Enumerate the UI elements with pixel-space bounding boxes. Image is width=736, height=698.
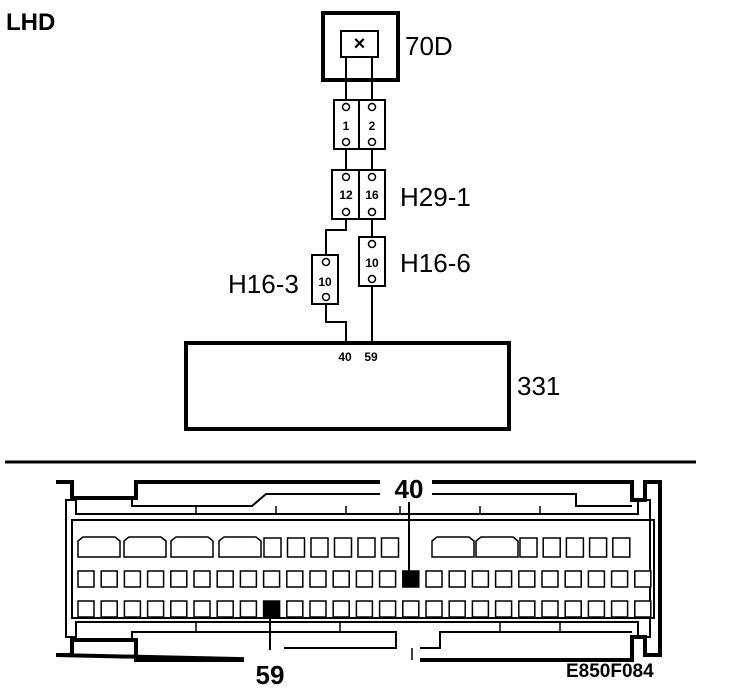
connector-h16-3: 10	[311, 254, 339, 305]
figure-code: E850F084	[566, 661, 654, 682]
cavity	[610, 570, 629, 588]
cavity	[610, 600, 629, 618]
cavity-large	[170, 536, 214, 558]
cavity-large	[475, 536, 519, 558]
cavity	[123, 600, 142, 618]
cavity	[565, 537, 585, 558]
cavity-pin-40	[402, 570, 420, 588]
cavity	[123, 570, 142, 588]
cavity	[170, 570, 188, 588]
cavity	[286, 600, 304, 618]
cavity	[309, 570, 327, 588]
cavity	[355, 600, 374, 618]
cavity-large	[431, 536, 475, 558]
callout-59-label: 59	[256, 660, 285, 690]
connector-h16-6: 10	[358, 236, 386, 287]
cavity	[634, 570, 652, 588]
cavity	[564, 570, 582, 588]
cavity	[193, 600, 211, 618]
cavity	[471, 570, 490, 588]
cavity	[286, 570, 304, 588]
component-70d-label: 70D	[405, 31, 453, 61]
connector-face-view	[55, 480, 662, 662]
cavity	[263, 537, 282, 558]
wire-group	[325, 57, 373, 343]
cavity	[634, 600, 652, 618]
cavity	[425, 600, 443, 618]
cavity	[333, 537, 353, 558]
connector-h29-1-label: H29-1	[400, 182, 471, 212]
cavity	[518, 600, 536, 618]
cavity	[494, 600, 513, 618]
cavity	[146, 600, 165, 618]
component-70d-symbol: ×	[354, 33, 366, 55]
module-331-pin-40: 40	[338, 350, 352, 364]
component-70d: ×	[321, 11, 400, 82]
callout-40-label: 40	[395, 474, 424, 504]
cavity	[262, 570, 281, 588]
cavity	[587, 570, 606, 588]
cavity	[448, 600, 466, 618]
connector-h29-1-pin-12: 12	[339, 188, 353, 202]
cavity	[355, 570, 374, 588]
cavity	[100, 570, 118, 588]
connector-upper-pin-2: 2	[369, 119, 376, 133]
connector-h16-6-pin: 10	[365, 256, 379, 270]
diagram-title: LHD	[6, 9, 55, 36]
cavity	[448, 570, 466, 588]
connector-h16-3-pin: 10	[318, 275, 332, 289]
cavity	[193, 570, 211, 588]
cavity	[100, 600, 118, 618]
cavity	[239, 600, 258, 618]
cavity	[309, 600, 327, 618]
cavity	[310, 537, 329, 558]
cavity	[542, 537, 561, 558]
cavity	[587, 600, 606, 618]
cavity	[518, 570, 536, 588]
cavity	[170, 600, 188, 618]
cavity	[541, 570, 559, 588]
cavity	[216, 600, 234, 618]
cavity	[612, 537, 631, 558]
cavity	[357, 537, 376, 558]
cavity	[380, 537, 400, 558]
connector-upper-pin-1: 1	[343, 119, 350, 133]
cavity	[146, 570, 165, 588]
module-331: 40 59	[184, 341, 511, 431]
cavity	[378, 570, 397, 588]
cavity	[494, 570, 513, 588]
cavity	[77, 570, 95, 588]
cavity	[332, 600, 350, 618]
module-331-label: 331	[517, 371, 560, 401]
cavity	[564, 600, 582, 618]
cavity-pin-59	[262, 600, 281, 618]
cavity	[519, 537, 538, 558]
cavity	[286, 537, 306, 558]
cavity-large	[218, 536, 262, 558]
connector-h29-1-pin-16: 16	[365, 188, 379, 202]
cavity	[425, 570, 443, 588]
cavity-large	[123, 536, 167, 558]
cavity	[541, 600, 559, 618]
connector-upper: 1 2	[333, 99, 386, 150]
cavity	[216, 570, 234, 588]
connector-h29-1: 12 16	[331, 169, 386, 220]
connector-cavities	[77, 536, 652, 618]
connector-h16-6-label: H16-6	[400, 248, 471, 278]
cavity	[239, 570, 258, 588]
cavity	[471, 600, 490, 618]
cavity-large	[77, 536, 121, 558]
cavity	[402, 600, 420, 618]
cavity	[77, 600, 95, 618]
cavity	[378, 600, 397, 618]
cavity	[588, 537, 608, 558]
cavity	[332, 570, 350, 588]
connector-h16-3-label: H16-3	[228, 269, 299, 299]
module-331-pin-59: 59	[364, 350, 378, 364]
